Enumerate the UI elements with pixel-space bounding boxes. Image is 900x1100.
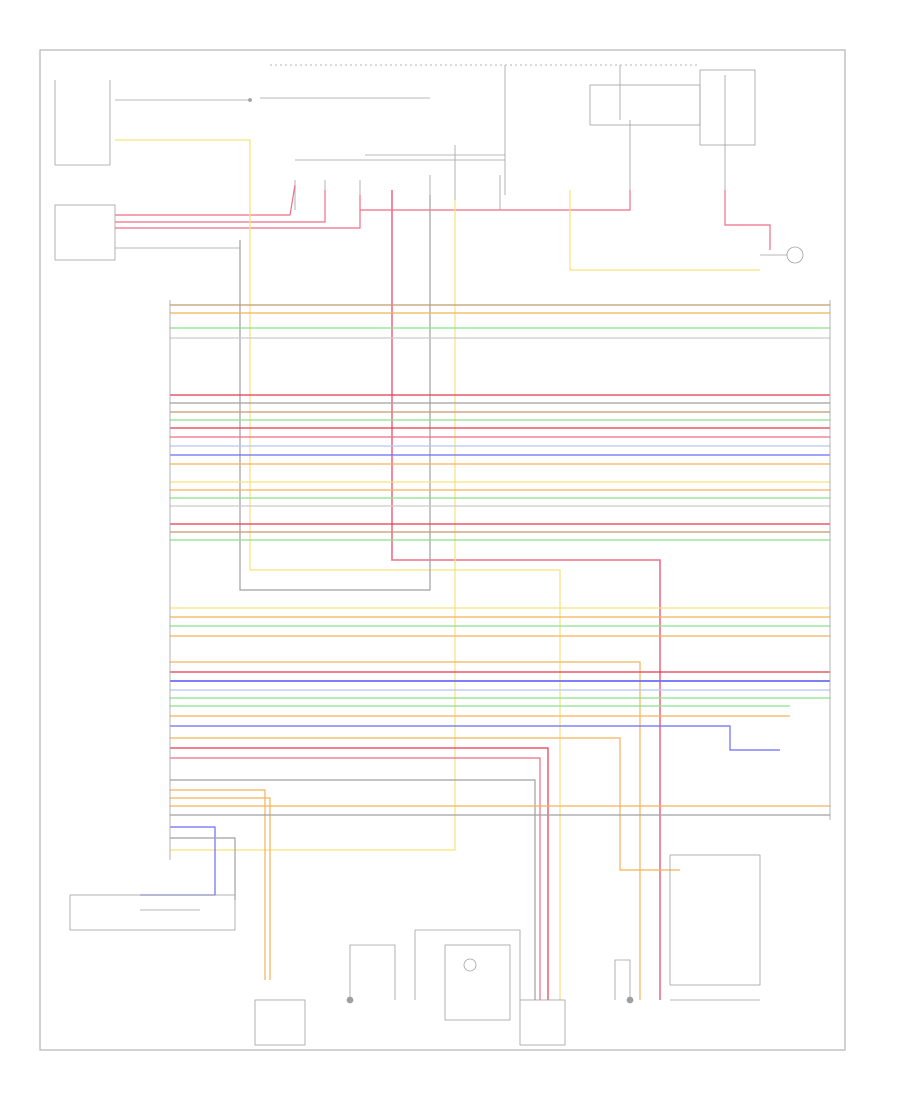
tail-lamp-connector [54,204,240,261]
upper-wire-bundle [170,304,830,339]
bottom-components [69,246,804,1046]
top-left-switch [54,80,430,166]
lower-wire-bundle [140,607,830,1000]
fuse-relay-area [270,64,756,215]
bundle-feeder [169,300,831,860]
diagram-frame [39,49,846,1051]
top-wire-runs [115,139,771,1000]
middle-wire-bundle [170,394,830,541]
